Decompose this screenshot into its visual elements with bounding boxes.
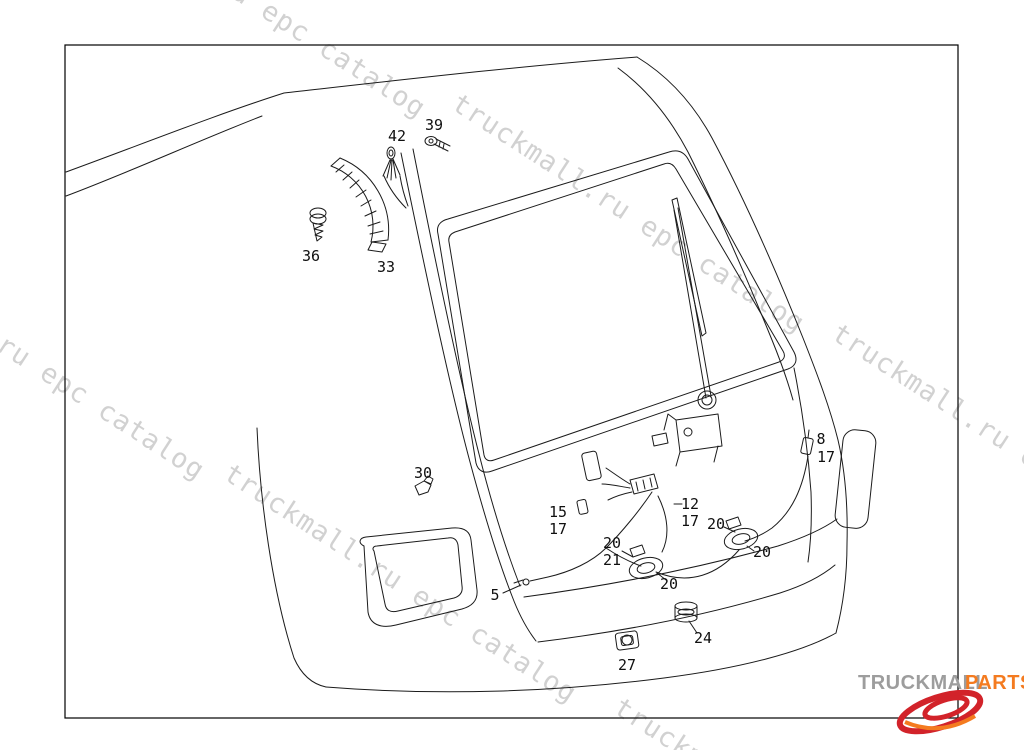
- part-callout-12: 12: [681, 495, 699, 513]
- grommet-24: [674, 601, 698, 623]
- connector-15: [576, 450, 602, 515]
- tailgate-window: [437, 150, 797, 473]
- part-callout-17: 17: [549, 520, 567, 538]
- logo-text-truckmall: TRUCKMALL: [858, 672, 988, 694]
- logo-swirl-icon: [896, 689, 984, 735]
- part-callout-30: 30: [414, 464, 432, 482]
- vehicle-drawing: [65, 56, 877, 693]
- leader-lines: [502, 503, 755, 634]
- body-right-edge: [617, 56, 877, 563]
- part-callout-17: 17: [817, 448, 835, 466]
- watermark-text: truckmall.ru epc catalog: [218, 458, 582, 710]
- part-callout-5: 5: [490, 586, 499, 604]
- harness-connector-12: [601, 467, 659, 501]
- part-callout-39: 39: [425, 116, 443, 134]
- part-callout-21: 21: [603, 551, 621, 569]
- roof-lines: [65, 56, 638, 197]
- grommet-42: [382, 146, 409, 209]
- diagram-frame: [64, 44, 959, 719]
- taillight: [359, 527, 478, 627]
- license-lamp-right: [723, 516, 759, 551]
- part-callout-20: 20: [603, 534, 621, 552]
- wiring-harness: [513, 455, 809, 586]
- part-callout-24: 24: [694, 629, 712, 647]
- watermark-text: truckmall.ru epc catalog: [608, 692, 972, 750]
- connector-8: [800, 429, 814, 455]
- watermark-text: truckmall.ru epc catalog: [67, 0, 431, 124]
- wiper-motor: [651, 390, 723, 467]
- part-callout-17: 17: [681, 512, 699, 530]
- truckmall-logo: TRUCKMALL PARTS: [858, 672, 1024, 735]
- cable-channel-33: [330, 157, 390, 253]
- part-callout-36: 36: [302, 247, 320, 265]
- part-callout-15: 15: [549, 503, 567, 521]
- watermark-text: truckmall.ru epc catalog: [0, 235, 210, 487]
- screw-39: [424, 136, 451, 152]
- tailgate-left-pillar: [400, 148, 537, 642]
- license-lamp-left: [628, 544, 664, 580]
- part-callout-42: 42: [388, 127, 406, 145]
- clip-27: [614, 630, 640, 651]
- part-callout-20: 20: [753, 543, 771, 561]
- part-callout-20: 20: [707, 515, 725, 533]
- screw-36: [309, 207, 327, 242]
- part-callout-8: 8: [816, 430, 825, 448]
- quarter-trim: [834, 429, 877, 529]
- clip-30: [414, 475, 434, 496]
- logo-text-parts: PARTS: [965, 672, 1024, 694]
- rear-wiper: [671, 197, 712, 399]
- part-callout-33: 33: [377, 258, 395, 276]
- watermark-text: truckmall.ru epc catalog: [826, 318, 1024, 570]
- part-callout-27: 27: [618, 656, 636, 674]
- part-callout-20: 20: [660, 575, 678, 593]
- bumper: [256, 427, 848, 693]
